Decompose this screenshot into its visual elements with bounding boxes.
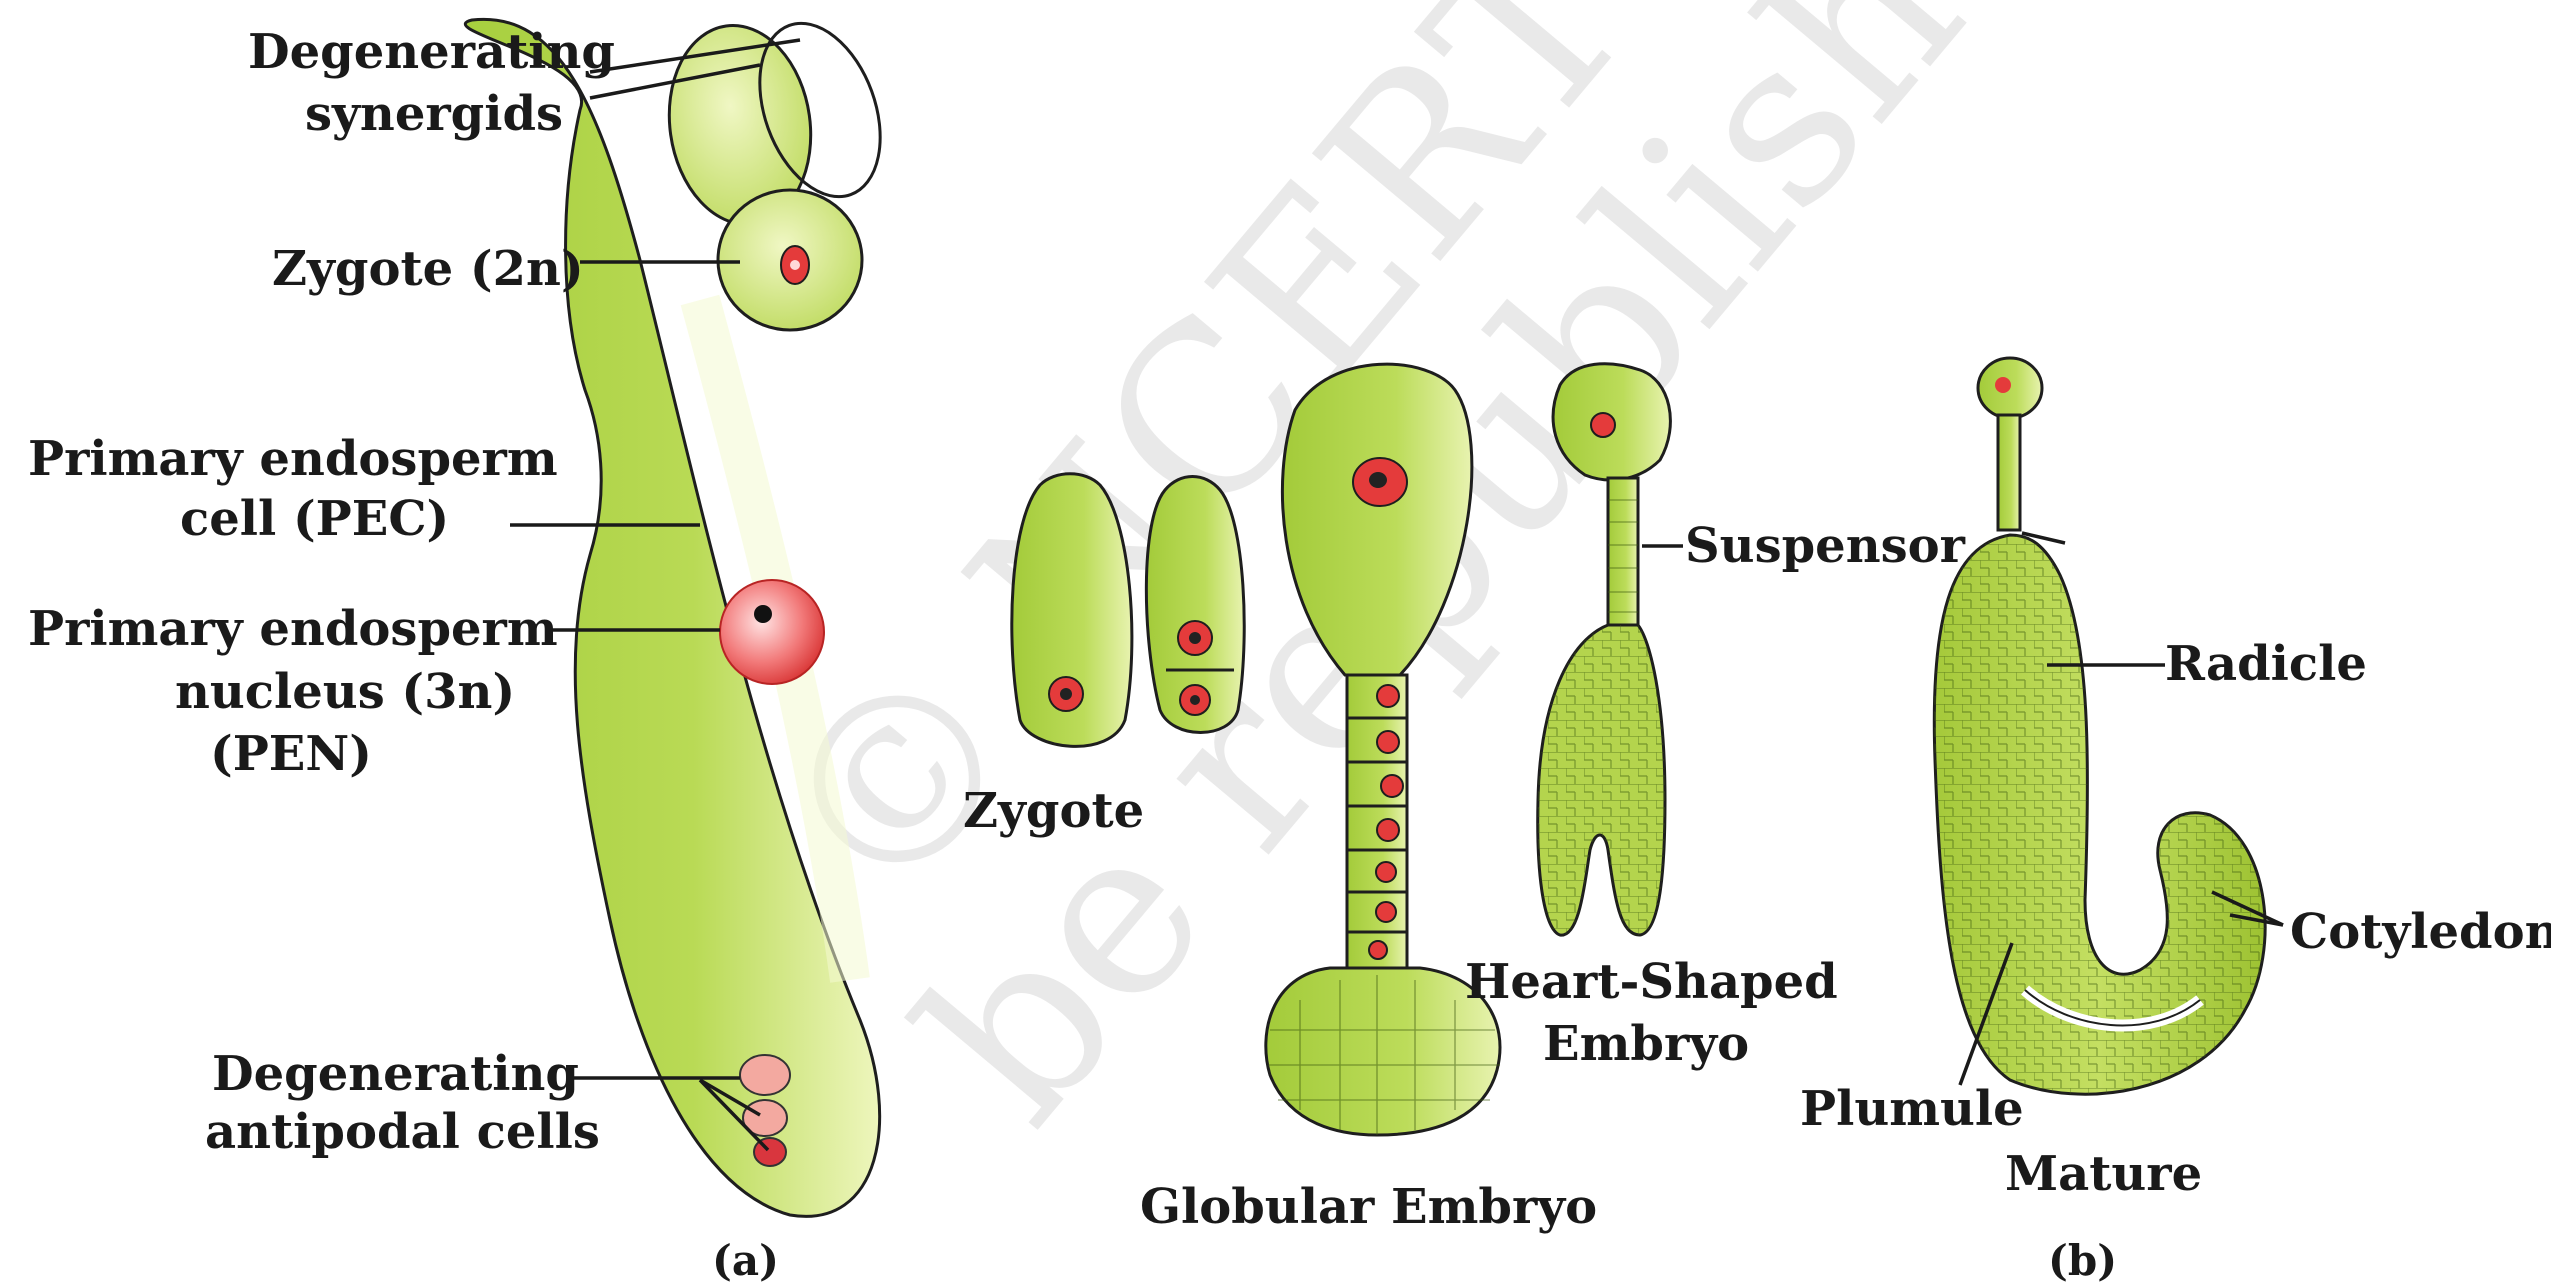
label-degenerating-synergids-1: Degenerating <box>248 24 615 80</box>
label-degenerating-synergids-2: synergids <box>305 86 563 142</box>
label-pec-2: cell (PEC) <box>180 491 449 547</box>
label-radicle: Radicle <box>2165 636 2367 692</box>
mature-embryo <box>1934 358 2265 1094</box>
label-antipodal-2: antipodal cells <box>205 1104 600 1160</box>
label-antipodal-1: Degenerating <box>212 1046 579 1102</box>
label-zygote-2n: Zygote (2n) <box>272 241 584 297</box>
caption-b: (b) <box>2048 1236 2117 1285</box>
label-pec-1: Primary endosperm <box>28 431 558 487</box>
label-cotyledon: Cotyledon <box>2290 904 2551 960</box>
primary-endosperm-nucleolus <box>754 605 772 623</box>
label-globular-embryo: Globular Embryo <box>1140 1179 1597 1235</box>
zygote-stage-2 <box>1146 477 1244 733</box>
primary-endosperm-nucleus-icon <box>720 580 824 684</box>
label-zygote: Zygote <box>963 783 1144 839</box>
label-heart-shaped-1: Heart-Shaped <box>1465 954 1838 1010</box>
label-pen-2: nucleus (3n) <box>175 664 515 720</box>
label-plumule: Plumule <box>1800 1081 2024 1137</box>
caption-a: (a) <box>712 1236 779 1285</box>
label-heart-shaped-2: Embryo <box>1543 1016 1749 1072</box>
zygote-nucleolus <box>790 260 800 270</box>
antipodal-cell-1 <box>740 1055 790 1095</box>
label-mature: Mature <box>2005 1146 2202 1202</box>
label-suspensor: Suspensor <box>1685 518 1966 574</box>
label-pen-1: Primary endosperm <box>28 601 558 657</box>
zygote-stage-1 <box>1012 474 1132 747</box>
label-pen-3: (PEN) <box>210 726 372 782</box>
